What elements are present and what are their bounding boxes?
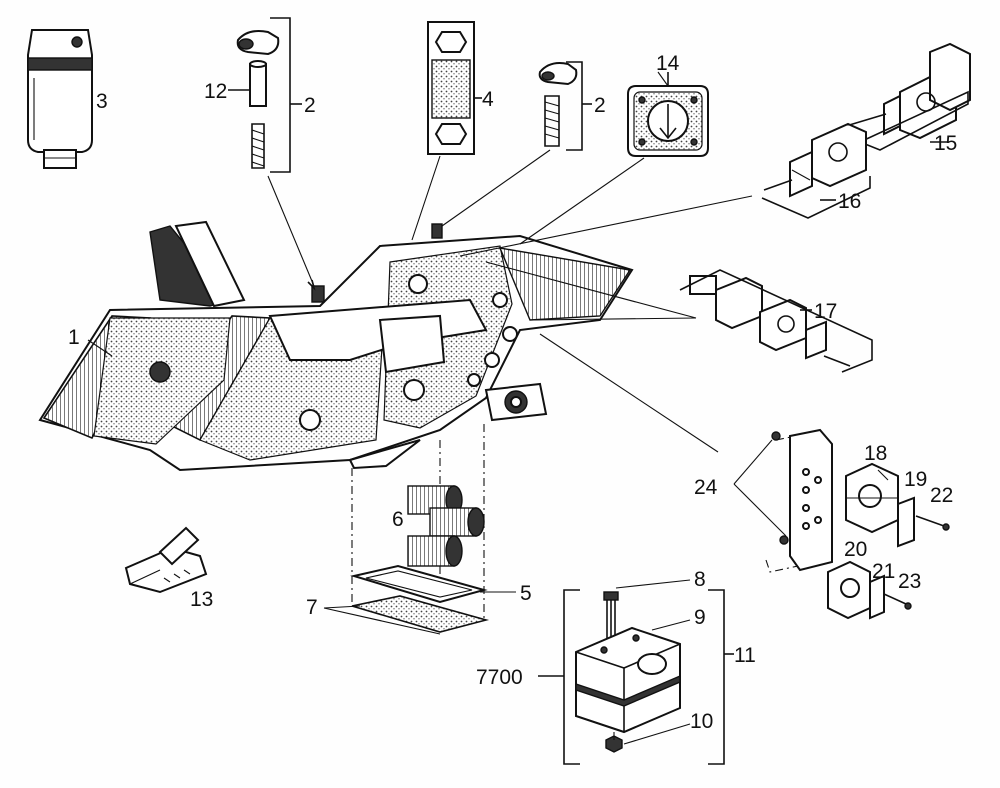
callout-18: 18 xyxy=(864,442,887,465)
callout-4: 4 xyxy=(482,88,494,111)
part-11-clamp-detail xyxy=(538,589,734,765)
part-14-flange xyxy=(627,72,709,157)
part-17-clamp xyxy=(679,269,873,373)
callout-16: 16 xyxy=(838,190,861,213)
part-23-bolt xyxy=(883,593,912,610)
callout-14: 14 xyxy=(656,52,680,75)
part-2-12-bolt-group xyxy=(228,17,302,173)
callout-7: 7 xyxy=(306,596,318,619)
callout-1: 1 xyxy=(68,326,80,349)
leader-lines xyxy=(87,71,889,745)
part-2-right-bolt xyxy=(538,61,592,151)
part-18-clamp-block xyxy=(845,462,899,534)
callout-2-left: 2 xyxy=(304,94,316,117)
part-22-bolt xyxy=(915,515,950,531)
part-6-filters xyxy=(351,424,485,620)
callout-17: 17 xyxy=(814,300,837,323)
callout-2-right: 2 xyxy=(594,94,606,117)
callout-24: 24 xyxy=(694,476,718,499)
callout-15: 15 xyxy=(934,132,957,155)
callout-13: 13 xyxy=(190,588,213,611)
part-13-bracket xyxy=(124,526,208,594)
main-frame xyxy=(38,220,634,472)
part-15-clamp xyxy=(845,42,971,151)
callout-3: 3 xyxy=(96,90,108,113)
callout-21: 21 xyxy=(872,560,895,583)
callout-8: 8 xyxy=(694,568,706,591)
part-4-mount xyxy=(427,21,482,155)
part-16-clamp xyxy=(761,122,871,219)
callout-20: 20 xyxy=(844,538,867,561)
part-5-gasket xyxy=(350,564,488,604)
part-20-21-clamp xyxy=(827,560,885,620)
callout-6: 6 xyxy=(392,508,404,531)
callout-11: 11 xyxy=(734,644,756,667)
part-19-plate xyxy=(897,496,915,548)
part-3-reservoir xyxy=(27,29,93,169)
callout-19: 19 xyxy=(904,468,927,491)
callout-12: 12 xyxy=(204,80,227,103)
part-24-bracket-plate xyxy=(765,428,833,573)
callout-7700: 7700 xyxy=(476,666,523,689)
callout-10: 10 xyxy=(690,710,713,733)
callout-22: 22 xyxy=(930,484,953,507)
part-7-plate xyxy=(351,595,490,633)
callout-labels: 1 2 2 3 4 5 6 7 7700 8 9 10 11 12 13 14 … xyxy=(68,52,957,733)
callout-23: 23 xyxy=(898,570,921,593)
callout-5: 5 xyxy=(520,582,532,605)
callout-9: 9 xyxy=(694,606,706,629)
